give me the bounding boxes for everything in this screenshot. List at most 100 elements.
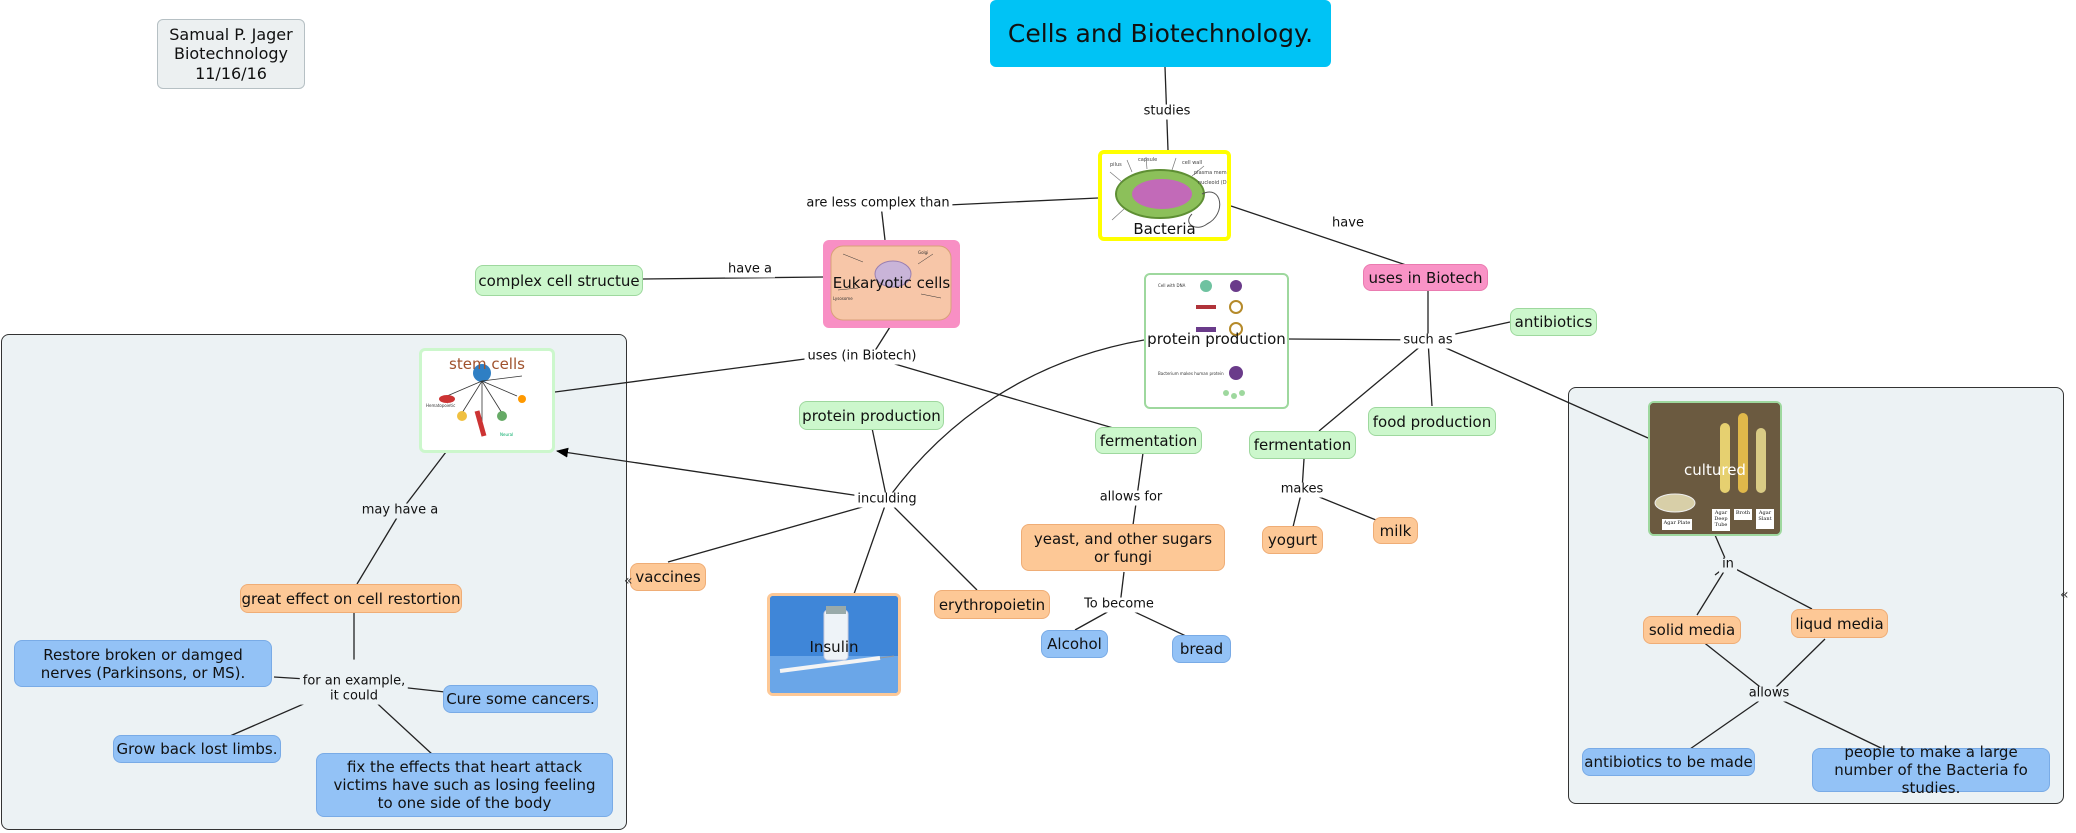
- link-makes: makes: [1277, 482, 1327, 498]
- heart-attack-node[interactable]: fix the effects that heart attack victim…: [316, 753, 613, 817]
- solid-media-node[interactable]: solid media: [1643, 616, 1741, 644]
- svg-text:Bacterium makes human protein: Bacterium makes human protein: [1158, 371, 1224, 376]
- collapse-left-icon[interactable]: «: [624, 573, 633, 589]
- svg-text:nucleoid (DNA): nucleoid (DNA): [1198, 180, 1227, 186]
- culture-tubes-icon: [1650, 403, 1780, 534]
- restore-nerves-node[interactable]: Restore broken or damged nerves (Parkins…: [14, 640, 272, 687]
- complex-cell-structure-node[interactable]: complex cell structue: [475, 265, 643, 296]
- author-name: Samual P. Jager: [169, 25, 293, 45]
- yogurt-node[interactable]: yogurt: [1262, 526, 1323, 554]
- title-text: Cells and Biotechnology.: [1007, 18, 1314, 48]
- stem-cells-node[interactable]: Hematopoietic Neural stem cells: [419, 348, 555, 453]
- caption-agar-slant: Agar Slant: [1758, 510, 1772, 522]
- great-effect-label: great effect on cell restortion: [241, 589, 461, 608]
- yeast-node[interactable]: yeast, and other sugars or fungi: [1021, 524, 1225, 571]
- link-to-become: To become: [1081, 597, 1157, 613]
- link-may-have-a: may have a: [358, 503, 442, 519]
- insulin-node[interactable]: Insulin: [767, 593, 901, 696]
- cultured-node[interactable]: cultured Agar Plate Agar Deep Tube Broth…: [1648, 401, 1782, 536]
- food-production-label: food production: [1372, 412, 1492, 431]
- bread-label: bread: [1179, 640, 1224, 658]
- protein-production-image-node[interactable]: Cell with DNA Bacterium makes human prot…: [1144, 273, 1289, 409]
- map-title[interactable]: Cells and Biotechnology.: [990, 0, 1331, 67]
- author-subject: Biotechnology: [173, 44, 289, 64]
- alcohol-node[interactable]: Alcohol: [1041, 630, 1108, 658]
- yeast-label: yeast, and other sugars or fungi: [1033, 529, 1213, 566]
- complex-cell-structure-label: complex cell structue: [478, 271, 640, 290]
- liquid-media-node[interactable]: liqud media: [1791, 609, 1888, 638]
- cure-cancers-label: Cure some cancers.: [446, 690, 595, 708]
- antibiotics-label: antibiotics: [1514, 313, 1593, 331]
- fermentation-left-label: fermentation: [1099, 431, 1198, 450]
- eukaryotic-cell-icon: Golgi Lysosome: [830, 245, 952, 321]
- svg-text:cell wall: cell wall: [1182, 160, 1202, 166]
- eukaryotic-label: Eukaryotic cells: [832, 274, 951, 292]
- insulin-label: Insulin: [809, 638, 859, 656]
- author-note: Samual P. Jager Biotechnology 11/16/16: [157, 19, 305, 89]
- bacteria-node[interactable]: cell wall plasma membrane nucleoid (DNA)…: [1098, 150, 1231, 241]
- cure-cancers-node[interactable]: Cure some cancers.: [443, 685, 598, 713]
- bacteria-icon: cell wall plasma membrane nucleoid (DNA)…: [1109, 156, 1227, 228]
- for-example-text: for an example, it could: [302, 673, 406, 704]
- caption-agar-deep: Agar Deep Tube: [1714, 510, 1728, 528]
- protein-production-label: protein production: [802, 406, 941, 425]
- link-including: inculding: [854, 492, 920, 508]
- bread-node[interactable]: bread: [1172, 635, 1231, 663]
- link-allows-for: allows for: [1096, 490, 1166, 506]
- svg-text:Cell with DNA: Cell with DNA: [1158, 283, 1186, 288]
- antibiotics-made-node[interactable]: antibiotics to be made: [1582, 748, 1755, 776]
- svg-text:Lysosome: Lysosome: [833, 296, 853, 301]
- restore-nerves-label: Restore broken or damged nerves (Parkins…: [40, 645, 246, 682]
- erythropoietin-label: erythropoietin: [938, 595, 1046, 614]
- svg-text:Neural: Neural: [500, 432, 513, 437]
- link-allows: allows: [1745, 686, 1793, 702]
- protein-production-icon: Cell with DNA Bacterium makes human prot…: [1158, 280, 1245, 399]
- stem-cells-icon: Hematopoietic Neural: [426, 364, 526, 437]
- yogurt-label: yogurt: [1267, 531, 1318, 549]
- link-have-a: have a: [725, 262, 775, 278]
- insulin-icon: [770, 596, 898, 693]
- link-uses-in-biotech: uses (in Biotech): [804, 349, 920, 365]
- caption-agar-plate: Agar Plate: [1663, 520, 1691, 526]
- bacteria-label: Bacteria: [1133, 220, 1196, 238]
- link-less-complex: are less complex than: [803, 196, 953, 212]
- solid-media-label: solid media: [1648, 621, 1736, 639]
- grow-limbs-node[interactable]: Grow back lost limbs.: [113, 735, 281, 763]
- liquid-media-label: liqud media: [1795, 614, 1884, 633]
- svg-text:pilus: pilus: [1110, 162, 1122, 168]
- food-production-node[interactable]: food production: [1368, 407, 1496, 436]
- fermentation-left-node[interactable]: fermentation: [1095, 427, 1202, 454]
- link-have: have: [1329, 216, 1367, 232]
- cultured-label: cultured: [1684, 461, 1746, 479]
- large-number-node[interactable]: people to make a large number of the Bac…: [1812, 743, 2050, 797]
- fermentation-right-node[interactable]: fermentation: [1249, 431, 1356, 459]
- author-date: 11/16/16: [195, 63, 267, 83]
- protein-production-node[interactable]: protein production: [799, 401, 944, 430]
- antibiotics-node[interactable]: antibiotics: [1510, 308, 1597, 336]
- link-studies: studies: [1140, 104, 1194, 120]
- vaccines-node[interactable]: vaccines: [630, 563, 706, 591]
- heart-attack-label: fix the effects that heart attack victim…: [333, 758, 596, 812]
- antibiotics-made-label: antibiotics to be made: [1584, 753, 1753, 771]
- large-number-label: people to make a large number of the Bac…: [1834, 743, 2028, 797]
- vaccines-label: vaccines: [635, 568, 701, 586]
- svg-text:Golgi: Golgi: [918, 250, 928, 255]
- protein-production-image-label: protein production: [1147, 330, 1286, 348]
- grow-limbs-label: Grow back lost limbs.: [116, 740, 278, 758]
- stem-cells-label: stem cells: [449, 355, 525, 373]
- link-such-as: such as: [1400, 333, 1456, 349]
- link-in: in: [1719, 557, 1737, 573]
- collapse-right-icon[interactable]: «: [2060, 587, 2069, 603]
- svg-text:plasma membrane: plasma membrane: [1194, 170, 1227, 176]
- milk-label: milk: [1379, 521, 1412, 540]
- uses-in-biotech-node[interactable]: uses in Biotech: [1363, 264, 1488, 291]
- alcohol-label: Alcohol: [1047, 635, 1102, 653]
- milk-node[interactable]: milk: [1373, 517, 1418, 544]
- eukaryotic-cells-node[interactable]: Golgi Lysosome Eukaryotic cells: [823, 240, 960, 328]
- great-effect-node[interactable]: great effect on cell restortion: [240, 584, 462, 613]
- caption-broth: Broth: [1735, 510, 1751, 516]
- fermentation-right-label: fermentation: [1253, 436, 1352, 454]
- erythropoietin-node[interactable]: erythropoietin: [934, 590, 1050, 619]
- uses-in-biotech-label: uses in Biotech: [1368, 268, 1483, 287]
